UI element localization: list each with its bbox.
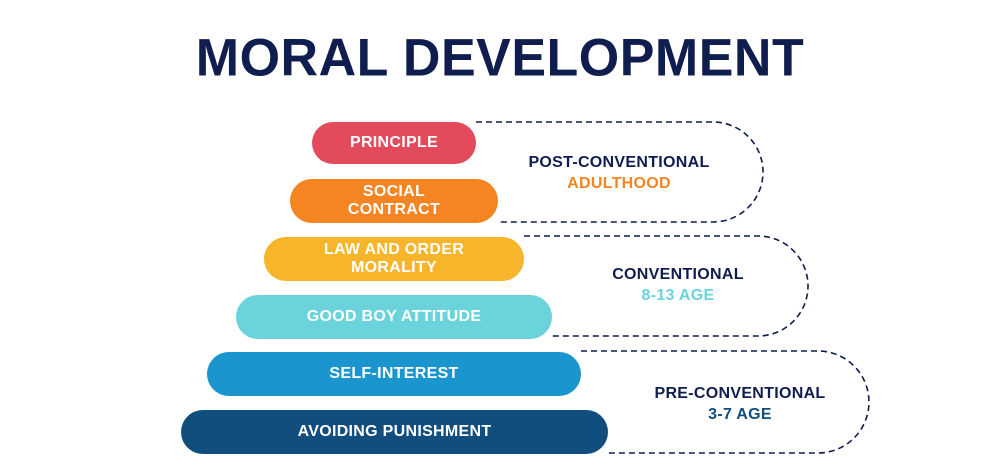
diagram-title: MORAL DEVELOPMENT — [195, 28, 805, 88]
level-good-boy-attitude: GOOD BOY ATTITUDE — [236, 295, 552, 339]
stage-name: POST-CONVENTIONAL — [528, 154, 710, 171]
stage-post-conventional: POST-CONVENTIONAL ADULTHOOD — [500, 152, 738, 194]
stage-name: PRE-CONVENTIONAL — [654, 385, 826, 402]
stage-name: CONVENTIONAL — [612, 266, 744, 283]
stage-age: 8-13 AGE — [641, 287, 715, 304]
level-principle: PRINCIPLE — [312, 122, 476, 164]
level-avoiding-punishment: AVOIDING PUNISHMENT — [181, 410, 608, 454]
stage-pre-conventional: PRE-CONVENTIONAL 3-7 AGE — [626, 383, 854, 425]
level-law-and-order: LAW AND ORDER MORALITY — [264, 237, 524, 281]
stage-age: 3-7 AGE — [708, 406, 772, 423]
stage-age: ADULTHOOD — [567, 175, 671, 192]
level-self-interest: SELF-INTEREST — [207, 352, 581, 396]
stage-conventional: CONVENTIONAL 8-13 AGE — [580, 264, 776, 306]
level-social-contract: SOCIAL CONTRACT — [290, 179, 498, 223]
